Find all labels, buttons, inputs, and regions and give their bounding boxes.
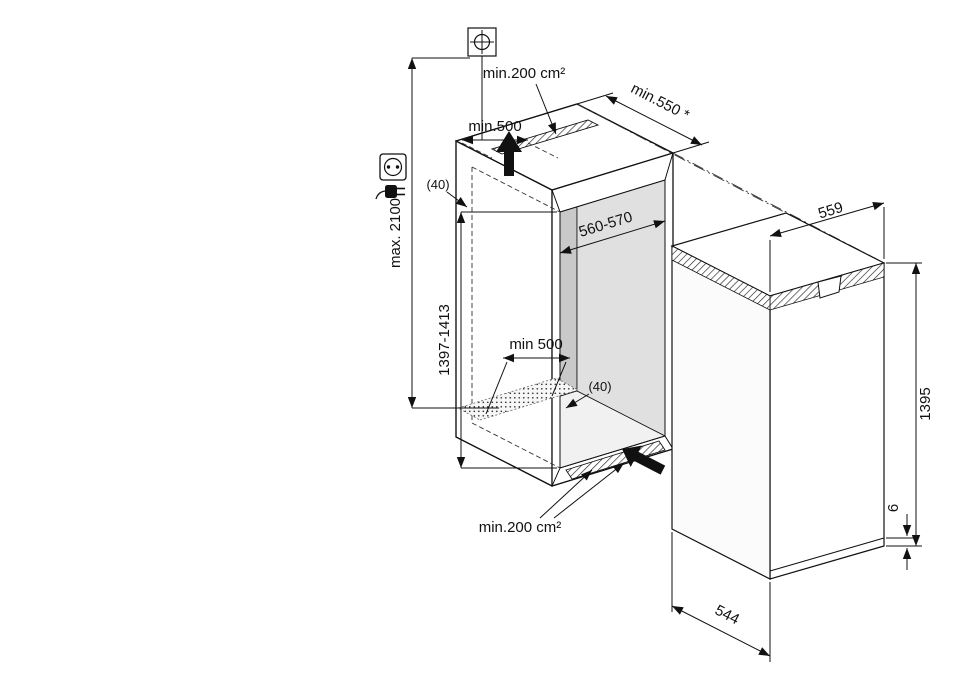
rear-gap-top-label: (40) bbox=[426, 177, 449, 192]
dim-niche-height: 1397-1413 bbox=[436, 211, 557, 469]
appliance-vent-grille-side bbox=[671, 245, 771, 311]
position-marker-icon bbox=[467, 27, 497, 140]
cabinet-niche bbox=[454, 103, 675, 487]
niche-depth-label: min.550 * bbox=[628, 80, 692, 124]
niche-height-label: 1397-1413 bbox=[436, 304, 453, 376]
top-vent-hatch bbox=[490, 119, 600, 155]
top-clearance-label: min.500 bbox=[468, 118, 521, 135]
rear-gap-bottom-label: (40) bbox=[588, 379, 611, 394]
appliance-door-bottom-edge bbox=[769, 537, 885, 572]
dim-door-gap: 6 bbox=[885, 504, 913, 570]
dim-base-depth: min 500 bbox=[485, 336, 570, 415]
appliance-depth-label: 544 bbox=[712, 602, 742, 629]
door-gap-label: 6 bbox=[885, 504, 902, 512]
max-height-label: max. 2100 bbox=[387, 198, 404, 268]
dim-max-height: max. 2100 bbox=[387, 57, 499, 409]
top-vent-label: min.200 cm² bbox=[483, 65, 566, 82]
callout-top-vent: min.200 cm² bbox=[483, 65, 566, 135]
dim-appliance-width: 559 bbox=[769, 199, 885, 292]
appliance-front-face bbox=[769, 262, 885, 580]
appliance bbox=[670, 212, 886, 580]
base-depth-label: min 500 bbox=[509, 336, 562, 353]
dim-appliance-height: 1395 bbox=[886, 262, 934, 547]
bottom-vent-label: min.200 cm² bbox=[479, 519, 562, 536]
appliance-width-label: 559 bbox=[816, 199, 845, 223]
cabinet-left-face bbox=[455, 140, 553, 487]
callout-rear-gap-bottom: (40) bbox=[565, 379, 612, 409]
hidden-niche-edges bbox=[471, 166, 561, 469]
cabinet-front-edges bbox=[455, 140, 674, 486]
callout-rear-gap-top: (40) bbox=[426, 177, 468, 208]
callout-bottom-vent: min.200 cm² bbox=[479, 462, 625, 536]
airflow-in-arrow-icon bbox=[622, 445, 666, 475]
socket-icon bbox=[379, 153, 407, 181]
plug-icon bbox=[375, 185, 405, 200]
appliance-grille-tab bbox=[817, 275, 842, 299]
appliance-height-label: 1395 bbox=[917, 387, 934, 420]
